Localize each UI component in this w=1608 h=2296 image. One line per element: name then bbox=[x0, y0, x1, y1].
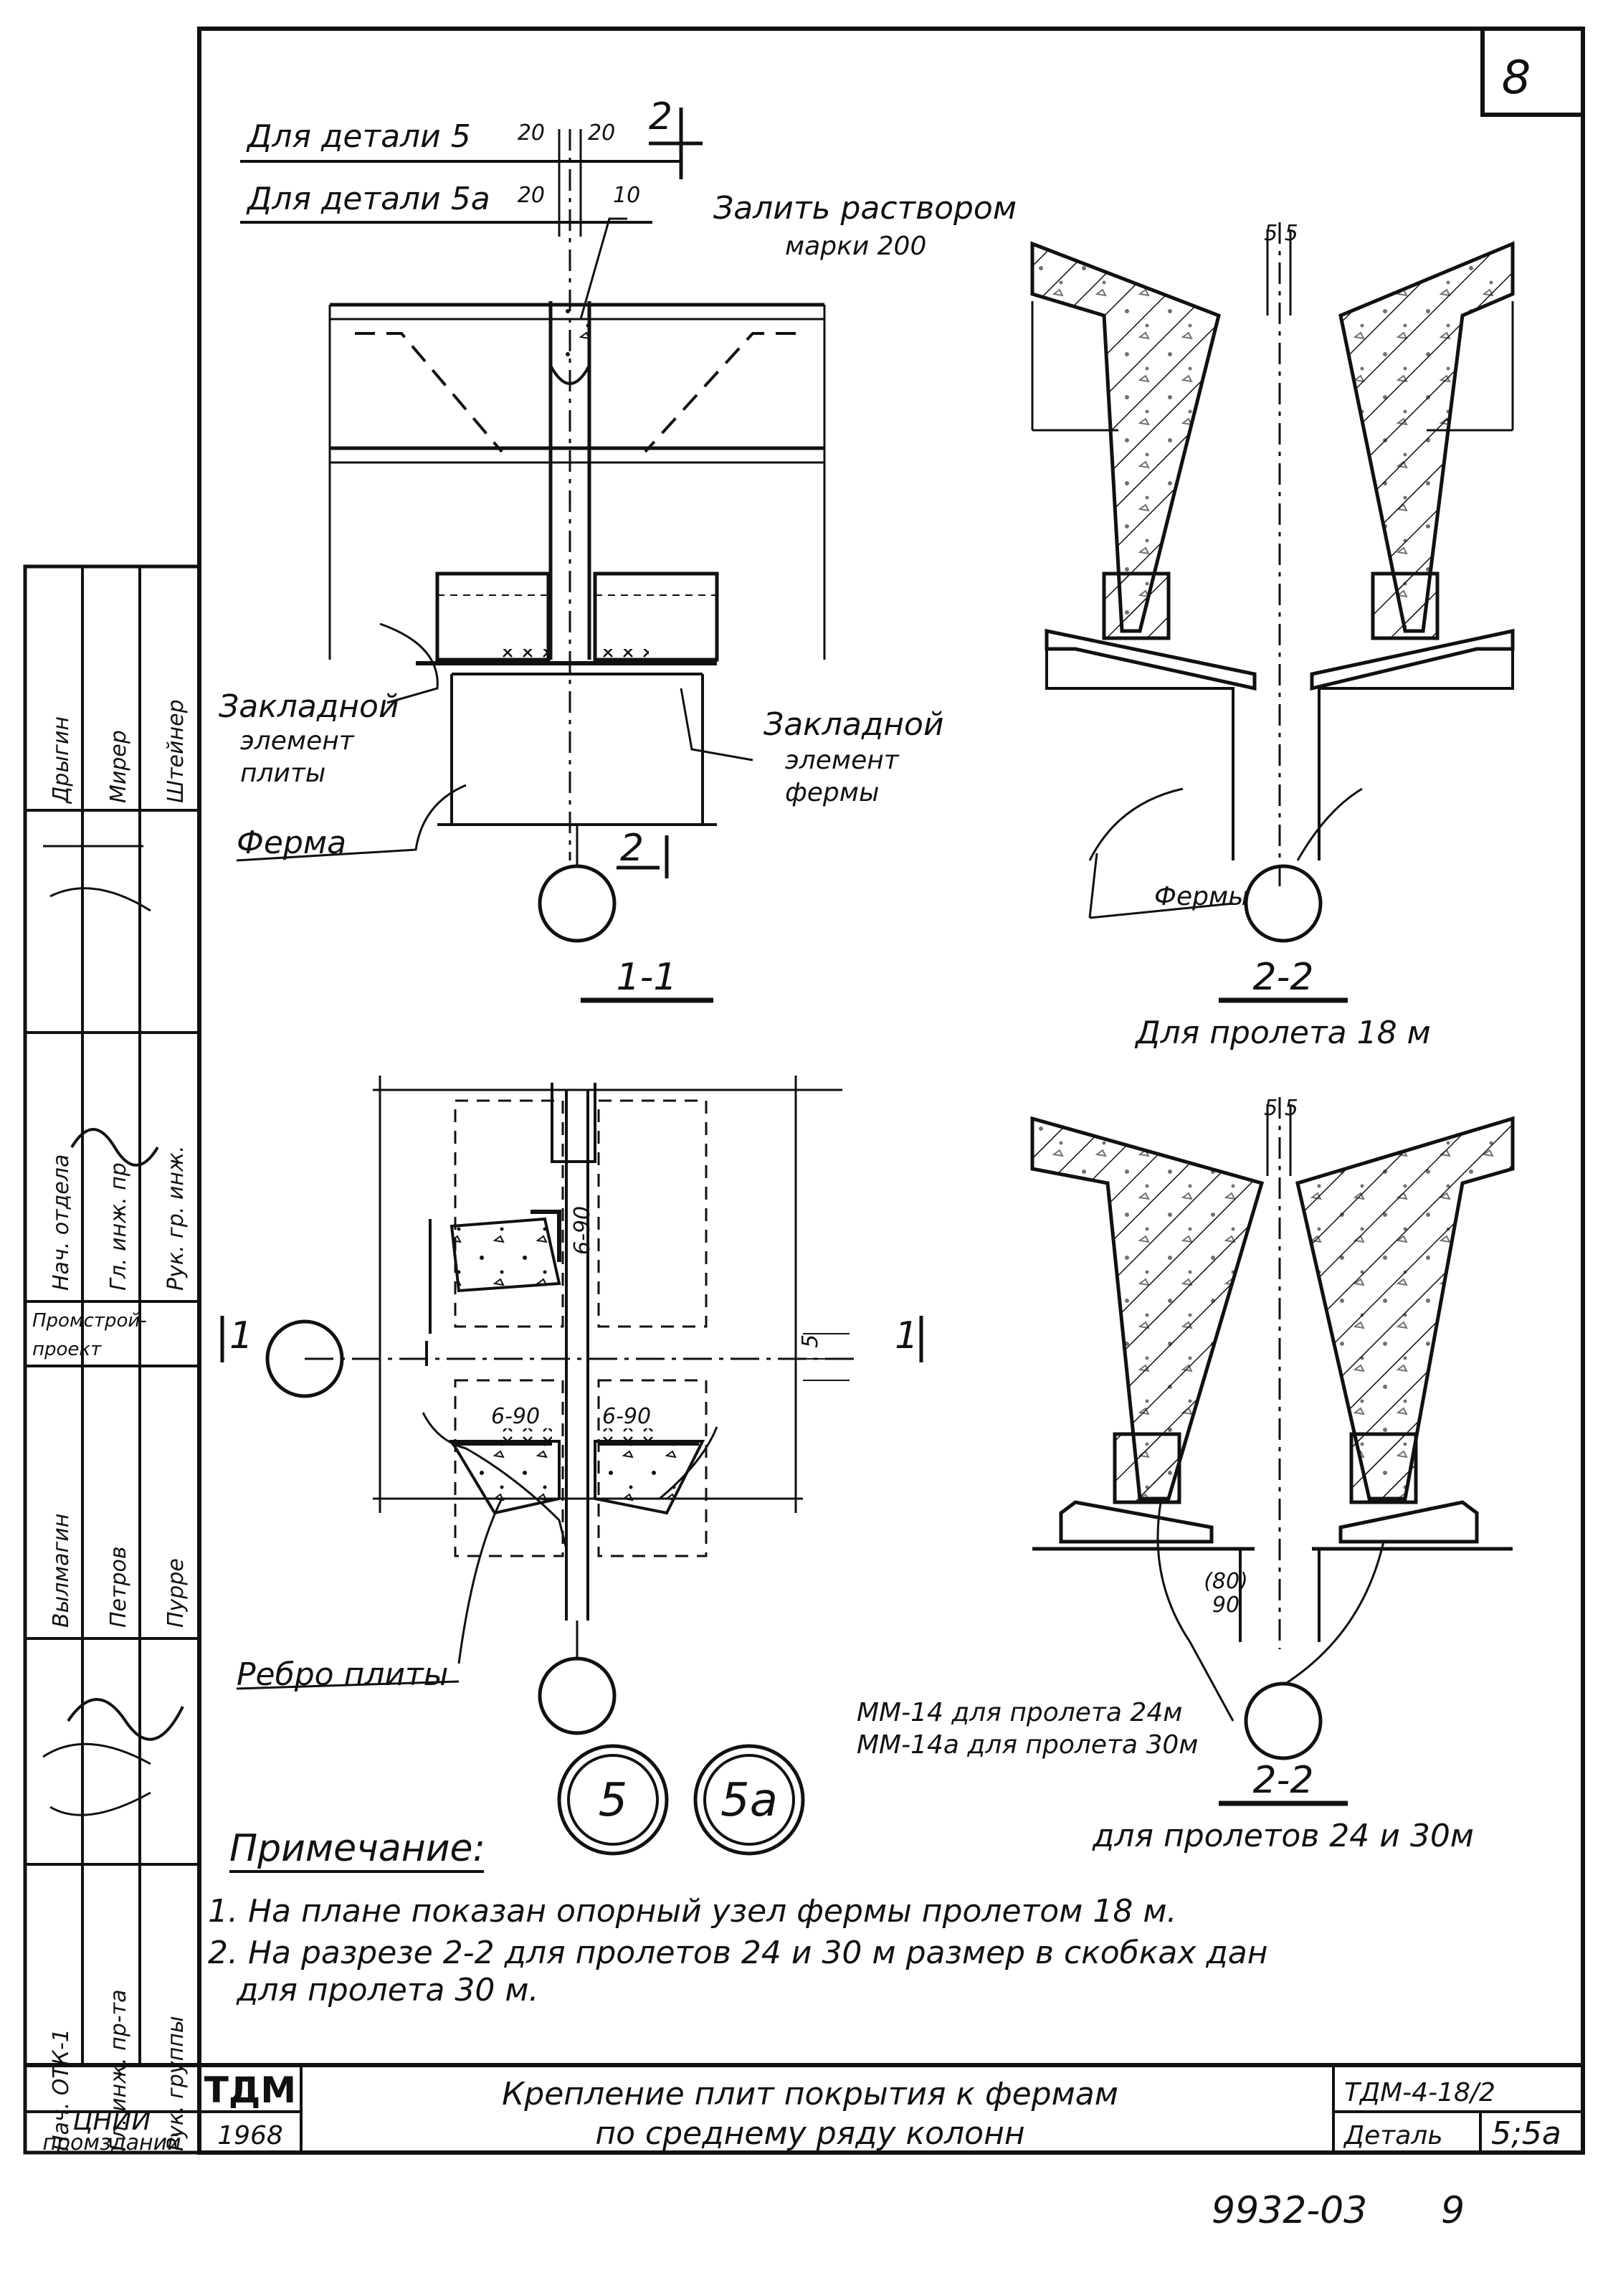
stamp-name-4: Вылмагин bbox=[49, 1514, 74, 1628]
embed-truss-line2: элемент bbox=[785, 746, 900, 775]
section-mark-bottom: 2 bbox=[620, 827, 644, 870]
institute-line2: промзданий bbox=[42, 2130, 181, 2155]
embed-truss-line1: Закладной bbox=[763, 706, 944, 743]
detail5-dim-2: 20 bbox=[588, 120, 615, 146]
sheet-title-line1: Крепление плит покрытия к фермам bbox=[502, 2076, 1118, 2112]
embed-slab-line2: элемент bbox=[240, 726, 355, 756]
detail5-dim-1: 20 bbox=[518, 120, 545, 146]
stamp-org-line1: Промстрой- bbox=[32, 1310, 147, 1332]
stamp-role-5: Гл. инж. пр bbox=[106, 1162, 131, 1291]
dim-5-5-top: 5 5 bbox=[1264, 221, 1298, 246]
truss-label-left: Ферма bbox=[237, 825, 346, 861]
embed-slab-line3: плиты bbox=[240, 759, 325, 788]
embed-slab-line1: Закладной bbox=[219, 688, 399, 725]
plan-view-drawing bbox=[220, 1076, 923, 1735]
stamp-role-3: Рук. группы bbox=[163, 2016, 189, 2151]
detail-label: Деталь bbox=[1343, 2121, 1443, 2150]
detail5a-dim-1: 20 bbox=[518, 183, 545, 208]
section-1-1-drawing bbox=[236, 108, 826, 1003]
mm14a-label: ММ-14а для пролета 30м bbox=[857, 1730, 1198, 1760]
stamp-name-3: Штейнер bbox=[163, 699, 189, 803]
embed-truss-line3: фермы bbox=[785, 778, 879, 807]
detail5a-dim-2: 10 bbox=[613, 183, 640, 208]
section-2-2-24-30m-title: 2-2 bbox=[1253, 1759, 1314, 1802]
grout-note-line1: Залить раствором bbox=[713, 190, 1017, 227]
detail-markers bbox=[557, 1744, 805, 1856]
weld-vertical: 6-90 bbox=[570, 1206, 595, 1255]
dim-5-5-bottom: 5 5 bbox=[1264, 1096, 1298, 1121]
stamp-name-1: Дрыгин bbox=[49, 716, 74, 805]
detail5a-label: Для детали 5а bbox=[246, 181, 490, 217]
logo-tdm: ТДМ bbox=[204, 2069, 296, 2111]
section-2-2-24-30m-drawing bbox=[1030, 1097, 1515, 1806]
section-2-2-24-30m-caption: для пролетов 24 и 30м bbox=[1092, 1818, 1474, 1854]
detail-value: 5;5а bbox=[1491, 2115, 1561, 2152]
stamp-role-6: Рук. гр. инж. bbox=[163, 1145, 189, 1291]
plan-dim-5: 5 bbox=[798, 1334, 823, 1348]
section-1-1-title: 1-1 bbox=[617, 956, 677, 999]
detail-5-label: 5 bbox=[599, 1774, 628, 1827]
grout-note-line2: марки 200 bbox=[785, 232, 926, 261]
plan-section-right: 1 bbox=[895, 1314, 918, 1357]
sheet-number: 8 bbox=[1502, 52, 1531, 105]
footer-number: 9932-03 bbox=[1212, 2189, 1367, 2232]
note-3: для пролета 30 м. bbox=[236, 1972, 539, 2008]
slab-rib-label: Ребро плиты bbox=[237, 1656, 448, 1693]
institute-line1: ЦНИИ bbox=[73, 2107, 151, 2136]
stamp-name-6: Пурре bbox=[163, 1558, 189, 1628]
truss-label-right: Фермы bbox=[1154, 882, 1249, 911]
stamp-name-5: Петров bbox=[106, 1546, 131, 1628]
stamp-org-line2: проект bbox=[32, 1339, 102, 1360]
section-2-2-18m-drawing bbox=[1030, 222, 1515, 1003]
dim-80-90: (80)90 bbox=[1204, 1569, 1248, 1618]
stamp-name-2: Мирер bbox=[106, 730, 131, 803]
sheet-title-line2: по среднему ряду колонн bbox=[595, 2115, 1024, 2152]
stamp-year: 1968 bbox=[217, 2121, 283, 2150]
stamp-role-2: Гл. инж. пр-та bbox=[106, 1989, 131, 2151]
section-2-2-18m-caption: Для пролета 18 м bbox=[1134, 1015, 1431, 1051]
mm14-label: ММ-14 для пролета 24м bbox=[857, 1698, 1182, 1727]
section-2-2-18m-title: 2-2 bbox=[1253, 956, 1314, 999]
note-2: 2. На разрезе 2-2 для пролетов 24 и 30 м… bbox=[208, 1935, 1268, 1971]
plan-section-left: 1 bbox=[229, 1314, 253, 1357]
side-stamp-frame bbox=[23, 564, 201, 2155]
title-block bbox=[25, 2063, 1583, 2153]
detail-5a-label: 5а bbox=[720, 1774, 778, 1827]
weld-left: 6-90 bbox=[491, 1404, 540, 1429]
section-mark-top: 2 bbox=[649, 95, 672, 138]
sheet-code: ТДМ-4-18/2 bbox=[1344, 2078, 1495, 2107]
footer-page: 9 bbox=[1441, 2189, 1465, 2232]
weld-right: 6-90 bbox=[602, 1404, 651, 1429]
stamp-role-4: Нач. отдела bbox=[49, 1154, 74, 1291]
notes-heading: Примечание: bbox=[229, 1827, 485, 1870]
detail5-label: Для детали 5 bbox=[246, 118, 471, 155]
stamp-role-1: Нач. ОТК-1 bbox=[49, 2029, 74, 2151]
note-1: 1. На плане показан опорный узел фермы п… bbox=[208, 1893, 1177, 1930]
